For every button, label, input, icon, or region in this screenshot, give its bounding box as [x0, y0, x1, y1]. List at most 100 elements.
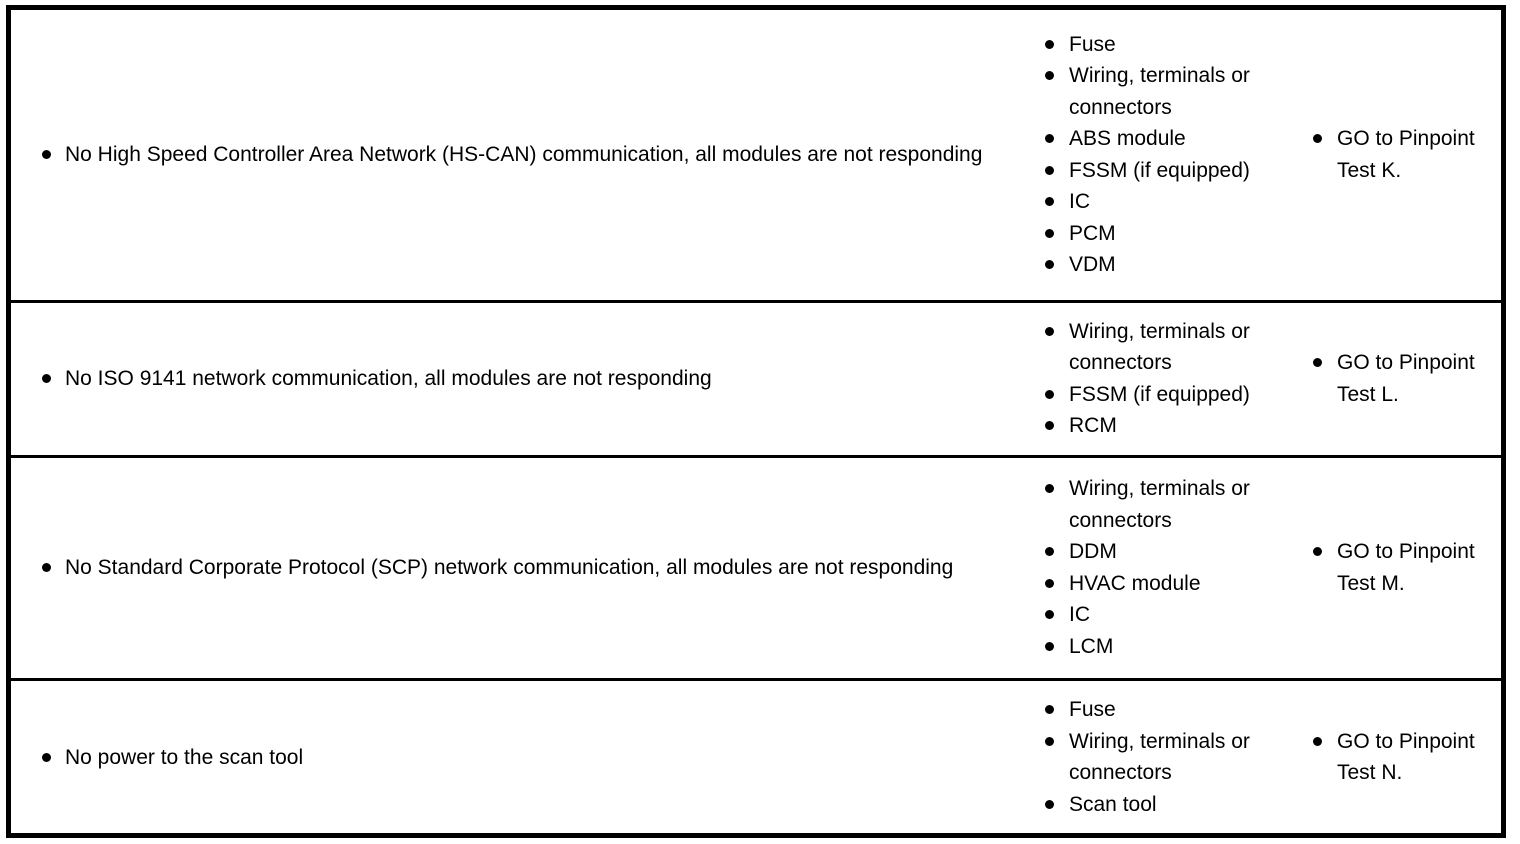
list-item: GO to Pinpoint Test L. [1307, 347, 1495, 410]
symptom-chart: No High Speed Controller Area Network (H… [11, 10, 1501, 833]
list-item: No ISO 9141 network communication, all m… [35, 363, 993, 394]
list-item-label: FSSM (if equipped) [1069, 382, 1250, 406]
list-item: VDM [1039, 249, 1279, 281]
list-item: GO to Pinpoint Test N. [1307, 726, 1495, 789]
bullet-icon [1045, 165, 1054, 175]
cell-symptom: No power to the scan tool [11, 678, 1017, 833]
bullet-icon [1045, 197, 1054, 207]
list-item-label: Wiring, terminals or connectors [1069, 477, 1250, 532]
bullet-icon [1045, 705, 1054, 715]
list-item-label: FSSM (if equipped) [1069, 158, 1250, 182]
list-item: Fuse [1039, 694, 1279, 726]
list-item-label: VDM [1069, 253, 1116, 277]
cell-symptom: No High Speed Controller Area Network (H… [11, 10, 1017, 302]
bullet-icon [1045, 228, 1054, 238]
table-row: No Standard Corporate Protocol (SCP) net… [11, 454, 1501, 680]
diagnostic-symptom-table: No High Speed Controller Area Network (H… [6, 5, 1506, 838]
list-item: FSSM (if equipped) [1039, 379, 1279, 411]
list-item: RCM [1039, 410, 1279, 442]
list-item: No power to the scan tool [35, 742, 993, 773]
list-item-label: IC [1069, 603, 1090, 627]
list-item: No Standard Corporate Protocol (SCP) net… [35, 552, 993, 583]
list-item: Wiring, terminals or connectors [1039, 473, 1279, 536]
cell-action: GO to Pinpoint Test L. [1285, 299, 1501, 457]
list-item: GO to Pinpoint Test K. [1307, 123, 1495, 186]
list-item: Wiring, terminals or connectors [1039, 726, 1279, 789]
table-body: No High Speed Controller Area Network (H… [11, 10, 1501, 833]
list-item: PCM [1039, 218, 1279, 250]
list-item: DDM [1039, 536, 1279, 568]
symptom-list: No High Speed Controller Area Network (H… [11, 139, 1017, 170]
bullet-icon [1045, 421, 1054, 431]
table-row: No ISO 9141 network communication, all m… [11, 299, 1501, 457]
bullet-icon [42, 752, 51, 762]
list-item: HVAC module [1039, 568, 1279, 600]
list-item: Scan tool [1039, 789, 1279, 821]
bullet-icon [42, 374, 51, 384]
cell-symptom: No ISO 9141 network communication, all m… [11, 299, 1017, 457]
list-item: Fuse [1039, 29, 1279, 61]
list-item: GO to Pinpoint Test M. [1307, 536, 1495, 599]
list-item-label: No High Speed Controller Area Network (H… [65, 143, 983, 167]
list-item: ABS module [1039, 123, 1279, 155]
bullet-icon [1313, 736, 1322, 746]
bullet-icon [1045, 799, 1054, 809]
action-list: GO to Pinpoint Test N. [1285, 726, 1501, 789]
bullet-icon [1313, 547, 1322, 557]
bullet-icon [1045, 260, 1054, 270]
list-item-label: Fuse [1069, 32, 1116, 56]
bullet-icon [1313, 134, 1322, 144]
bullet-icon [1045, 547, 1054, 557]
list-item: LCM [1039, 631, 1279, 663]
list-item-label: Fuse [1069, 698, 1116, 722]
list-item-label: DDM [1069, 540, 1117, 564]
cell-possible-sources: Wiring, terminals or connectors FSSM (if… [1017, 299, 1285, 457]
cell-symptom: No Standard Corporate Protocol (SCP) net… [11, 454, 1017, 680]
possible-sources-list: Wiring, terminals or connectors FSSM (if… [1017, 316, 1285, 442]
list-item-label: ABS module [1069, 127, 1186, 151]
bullet-icon [1045, 736, 1054, 746]
bullet-icon [1045, 39, 1054, 49]
cell-possible-sources: Wiring, terminals or connectors DDM HVAC… [1017, 454, 1285, 680]
cell-action: GO to Pinpoint Test K. [1285, 10, 1501, 302]
list-item-label: GO to Pinpoint Test K. [1337, 127, 1475, 182]
action-list: GO to Pinpoint Test L. [1285, 347, 1501, 410]
possible-sources-list: Fuse Wiring, terminals or connectors Sca… [1017, 694, 1285, 820]
list-item: IC [1039, 599, 1279, 631]
symptom-list: No ISO 9141 network communication, all m… [11, 363, 1017, 394]
action-list: GO to Pinpoint Test M. [1285, 536, 1501, 599]
list-item-label: No Standard Corporate Protocol (SCP) net… [65, 556, 954, 580]
table-row: No power to the scan tool Fuse [11, 678, 1501, 833]
cell-action: GO to Pinpoint Test N. [1285, 678, 1501, 833]
list-item-label: No ISO 9141 network communication, all m… [65, 367, 712, 391]
bullet-icon [1045, 389, 1054, 399]
possible-sources-list: Wiring, terminals or connectors DDM HVAC… [1017, 473, 1285, 662]
list-item-label: Wiring, terminals or connectors [1069, 729, 1250, 785]
bullet-icon [42, 150, 51, 160]
bullet-icon [1045, 484, 1054, 494]
bullet-icon [1045, 610, 1054, 620]
list-item: FSSM (if equipped) [1039, 155, 1279, 187]
list-item-label: No power to the scan tool [65, 745, 304, 769]
list-item: No High Speed Controller Area Network (H… [35, 139, 993, 170]
possible-sources-list: Fuse Wiring, terminals or connectors ABS… [1017, 29, 1285, 281]
symptom-list: No Standard Corporate Protocol (SCP) net… [11, 552, 1017, 583]
list-item-label: IC [1069, 190, 1090, 214]
list-item: Wiring, terminals or connectors [1039, 60, 1279, 123]
list-item-label: GO to Pinpoint Test N. [1337, 729, 1475, 785]
list-item-label: PCM [1069, 221, 1116, 245]
list-item-label: Wiring, terminals or connectors [1069, 319, 1250, 375]
bullet-icon [1045, 134, 1054, 144]
list-item-label: Scan tool [1069, 792, 1157, 816]
bullet-icon [1045, 641, 1054, 651]
list-item-label: Wiring, terminals or connectors [1069, 64, 1250, 119]
bullet-icon [1045, 578, 1054, 588]
list-item: Wiring, terminals or connectors [1039, 316, 1279, 379]
cell-action: GO to Pinpoint Test M. [1285, 454, 1501, 680]
cell-possible-sources: Fuse Wiring, terminals or connectors ABS… [1017, 10, 1285, 302]
bullet-icon [1045, 71, 1054, 81]
bullet-icon [1313, 358, 1322, 368]
bullet-icon [1045, 326, 1054, 336]
action-list: GO to Pinpoint Test K. [1285, 123, 1501, 186]
list-item: IC [1039, 186, 1279, 218]
